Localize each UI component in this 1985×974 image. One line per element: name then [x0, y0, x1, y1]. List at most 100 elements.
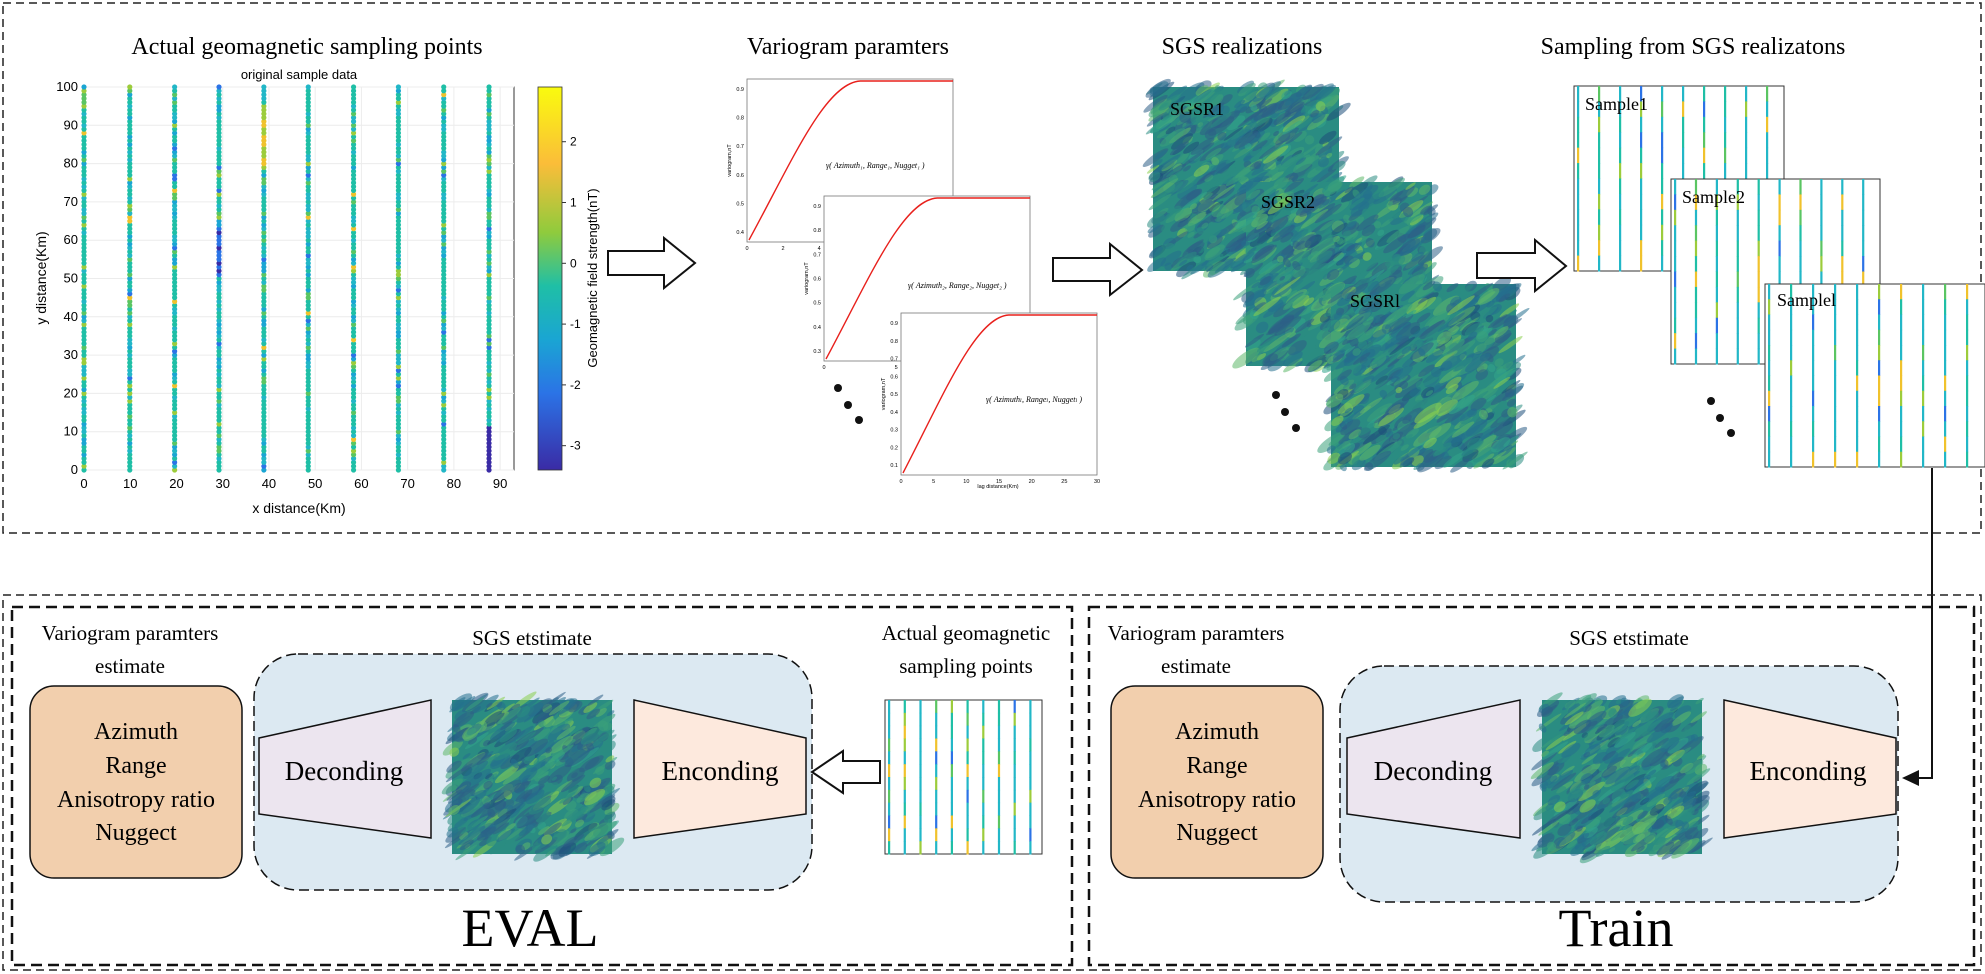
sample-column — [966, 712, 969, 727]
sample-column — [1790, 360, 1793, 376]
sample-point — [216, 149, 222, 155]
x-tick-label: 0 — [80, 476, 87, 491]
field-blob — [1506, 395, 1515, 403]
sample-point — [261, 306, 267, 312]
sample-point — [441, 371, 447, 377]
sgs-label-2: SGSR2 — [1261, 192, 1315, 212]
sample-point — [395, 448, 402, 454]
sample-point — [261, 348, 267, 354]
sample-point — [172, 153, 178, 159]
field-blob — [1220, 142, 1228, 149]
sample-column — [1029, 789, 1032, 804]
sample-point — [395, 210, 402, 216]
sample-point — [127, 84, 133, 90]
sample-column — [919, 738, 922, 752]
sample-point — [172, 452, 178, 458]
sample-point — [395, 126, 402, 132]
sample-column — [903, 841, 906, 855]
field-blob — [1251, 281, 1260, 289]
sample-point — [261, 398, 267, 404]
sample-point — [81, 249, 87, 255]
field-blob — [1373, 221, 1382, 229]
field-blob — [1337, 261, 1353, 273]
sample-point — [350, 321, 357, 328]
sample-point — [127, 402, 133, 408]
sample-point — [350, 467, 357, 473]
sample-point — [350, 344, 357, 351]
sample-point — [350, 237, 357, 243]
sample-point — [261, 337, 267, 343]
sample-point — [350, 183, 357, 190]
train-param-range: Range — [1186, 753, 1247, 779]
sample-column — [1768, 314, 1771, 331]
field-blob — [1246, 247, 1257, 255]
sample-column — [888, 841, 891, 855]
sample-column — [1619, 255, 1622, 272]
sample-point — [216, 256, 222, 262]
sample-point — [305, 448, 311, 454]
train-param-anisotropy: Anisotropy ratio — [1138, 787, 1296, 813]
field-blob — [1153, 242, 1175, 260]
sample-point — [305, 314, 311, 320]
sample-point — [172, 199, 178, 205]
sample-point — [172, 249, 178, 255]
sample-column — [1820, 179, 1823, 195]
x-tick-label: 10 — [123, 476, 137, 491]
sample-column — [1757, 317, 1760, 334]
sample-point — [172, 287, 178, 293]
sample-column — [1661, 240, 1664, 257]
sample-column — [997, 738, 1001, 752]
sample-point — [486, 203, 492, 209]
sample-point — [305, 432, 311, 439]
field-blob — [1268, 315, 1295, 335]
sample-column — [1944, 284, 1947, 300]
sample-point — [350, 130, 357, 136]
sample-point — [350, 214, 357, 220]
sample-column — [903, 712, 906, 727]
sample-point — [305, 379, 311, 385]
sample-point — [216, 421, 222, 427]
sample-point — [486, 279, 492, 285]
sample-column — [1790, 375, 1793, 392]
sample-point — [486, 344, 492, 351]
sample-point — [395, 436, 402, 442]
sample-column — [1674, 240, 1677, 257]
sample-point — [127, 249, 133, 255]
sample-point — [441, 203, 447, 209]
field-blob — [1168, 174, 1178, 184]
sample-column — [919, 789, 922, 804]
sample-point — [486, 145, 492, 151]
sample-column — [1013, 738, 1016, 752]
field-blob — [1195, 120, 1209, 132]
sample-point — [305, 122, 311, 128]
sample-point — [350, 367, 357, 374]
field-blob — [1234, 211, 1258, 229]
sample-point — [127, 360, 133, 366]
field-blob — [1189, 203, 1198, 210]
sample-point — [216, 467, 222, 473]
sample-point — [441, 118, 447, 125]
sample-column — [1966, 436, 1969, 453]
field-blob — [1275, 173, 1287, 181]
sample-point — [216, 321, 222, 328]
sample-column — [1694, 256, 1698, 272]
sample-point — [81, 138, 87, 144]
sample-column — [1834, 314, 1837, 331]
sample-point — [441, 180, 447, 186]
field-blob — [1199, 170, 1217, 182]
sample-point — [261, 233, 267, 239]
field-blob — [1377, 229, 1385, 237]
x-tick-label: 0 — [745, 246, 748, 252]
sample-point — [305, 229, 311, 236]
field-blob — [1315, 168, 1337, 184]
sample-point — [486, 172, 492, 178]
field-blob — [1502, 451, 1528, 470]
sample-column — [1757, 225, 1760, 242]
sample-point — [81, 314, 87, 320]
sample-point — [395, 268, 402, 274]
y-tick-label: 90 — [64, 117, 78, 132]
sample-point — [395, 260, 402, 266]
sample-point — [305, 275, 311, 282]
field-blob — [1330, 222, 1348, 236]
field-blob — [1400, 290, 1415, 302]
